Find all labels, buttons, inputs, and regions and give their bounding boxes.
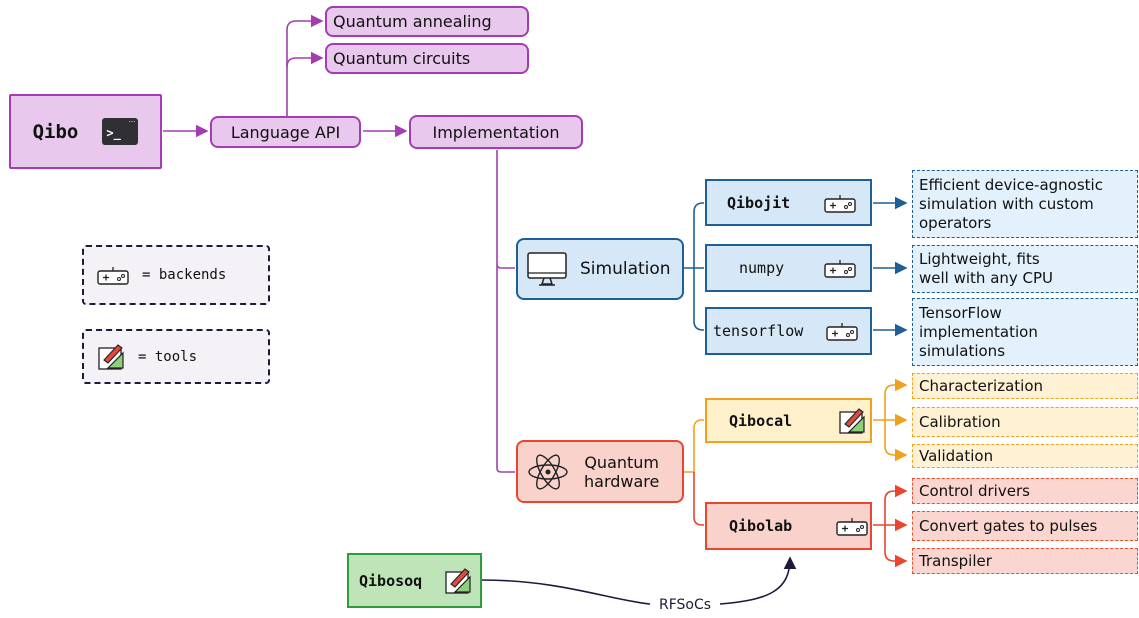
atom-icon — [528, 453, 568, 490]
qibolab-node: Qibolab — [705, 502, 872, 550]
edge-language-annealing — [286, 14, 324, 116]
qibo-label: Qibo — [32, 120, 79, 143]
rfsocs-label-box: RFSoCs — [650, 594, 720, 616]
legend-tools: = tools — [82, 329, 270, 384]
characterization-label: Characterization — [919, 376, 1044, 395]
gamepad-icon — [826, 323, 858, 341]
calibration-label: Calibration — [919, 412, 1001, 431]
edge-language-circuits — [286, 51, 324, 68]
terminal-icon: ··· >_ — [102, 118, 139, 145]
numpy-description: Lightweight, fits well with any CPU — [912, 245, 1138, 293]
legend-tools-label: = tools — [138, 348, 198, 365]
calibration-node: Calibration — [912, 407, 1138, 437]
simulation-node: Simulation — [516, 238, 684, 300]
gamepad-icon — [824, 260, 856, 278]
tool-icon — [445, 567, 471, 594]
tool-icon — [839, 407, 865, 434]
legend-backends-label: = backends — [142, 267, 227, 283]
qibojit-label: Qibojit — [727, 193, 791, 212]
validation-label: Validation — [919, 446, 994, 465]
qibo-node: Qibo ··· >_ — [9, 94, 162, 169]
simulation-label: Simulation — [580, 259, 671, 279]
quantum-circuits-label: Quantum circuits — [333, 49, 471, 68]
qibojit-description: Efficient device-agnostic simulation wit… — [912, 170, 1138, 238]
convert-gates-label: Convert gates to pulses — [919, 516, 1098, 535]
transpiler-node: Transpiler — [912, 548, 1138, 574]
legend-backends: = backends — [82, 245, 270, 305]
description-line: Lightweight, fits — [919, 250, 1040, 268]
quantum-annealing-node: Quantum annealing — [325, 6, 529, 37]
tensorflow-label: tensorflow — [713, 322, 804, 340]
edge-hardware-qibolab — [693, 472, 704, 526]
numpy-label: numpy — [739, 259, 785, 277]
quantum-hardware-label: Quantum hardware — [570, 453, 659, 491]
description-line: TensorFlow — [919, 303, 1002, 322]
qibojit-node: Qibojit — [705, 179, 872, 226]
tensorflow-description: TensorFlow implementation simulations — [912, 298, 1138, 366]
description-line: simulations — [919, 341, 1006, 360]
gamepad-icon — [824, 194, 856, 213]
control-drivers-label: Control drivers — [919, 481, 1030, 500]
description-line: simulation with custom — [919, 194, 1094, 213]
qibosoq-label: Qibosoq — [359, 571, 423, 590]
quantum-hardware-line: hardware — [584, 471, 660, 491]
edge-hardware-qibocal — [684, 419, 704, 473]
implementation-node: Implementation — [409, 115, 583, 149]
control-drivers-node: Control drivers — [912, 478, 1138, 504]
rfsocs-label: RFSoCs — [658, 597, 712, 613]
terminal-glyph: >_ — [106, 126, 121, 140]
characterization-node: Characterization — [912, 373, 1138, 399]
qibocal-label: Qibocal — [729, 411, 793, 430]
transpiler-label: Transpiler — [919, 551, 992, 570]
quantum-hardware-line: Quantum — [584, 452, 660, 472]
edge-qibosoq-qibolab — [481, 558, 790, 605]
gamepad-icon — [97, 267, 129, 285]
qibolab-label: Qibolab — [729, 517, 793, 535]
description-line: well with any CPU — [919, 269, 1054, 287]
qibocal-node: Qibocal — [705, 398, 872, 443]
quantum-annealing-label: Quantum annealing — [333, 12, 492, 31]
implementation-label: Implementation — [432, 122, 560, 142]
monitor-icon — [527, 252, 567, 286]
validation-node: Validation — [912, 444, 1138, 468]
description-line: operators — [919, 213, 992, 232]
tensorflow-node: tensorflow — [705, 307, 872, 355]
edge-qibocal-items — [873, 384, 906, 456]
language-api-label: Language API — [230, 122, 341, 142]
edge-implementation-tree — [496, 150, 515, 473]
language-api-node: Language API — [210, 116, 361, 148]
description-line: implementation — [919, 322, 1038, 341]
gamepad-icon — [836, 518, 868, 536]
edge-qibolab-items — [873, 490, 906, 562]
quantum-circuits-node: Quantum circuits — [325, 43, 529, 74]
quantum-hardware-node: Quantum hardware — [516, 440, 684, 503]
tool-icon — [98, 343, 124, 370]
edge-simulation-backends — [684, 202, 704, 331]
numpy-node: numpy — [705, 244, 872, 292]
description-line: Efficient device-agnostic — [919, 175, 1103, 194]
qibosoq-node: Qibosoq — [347, 553, 482, 608]
convert-gates-node: Convert gates to pulses — [912, 511, 1138, 541]
